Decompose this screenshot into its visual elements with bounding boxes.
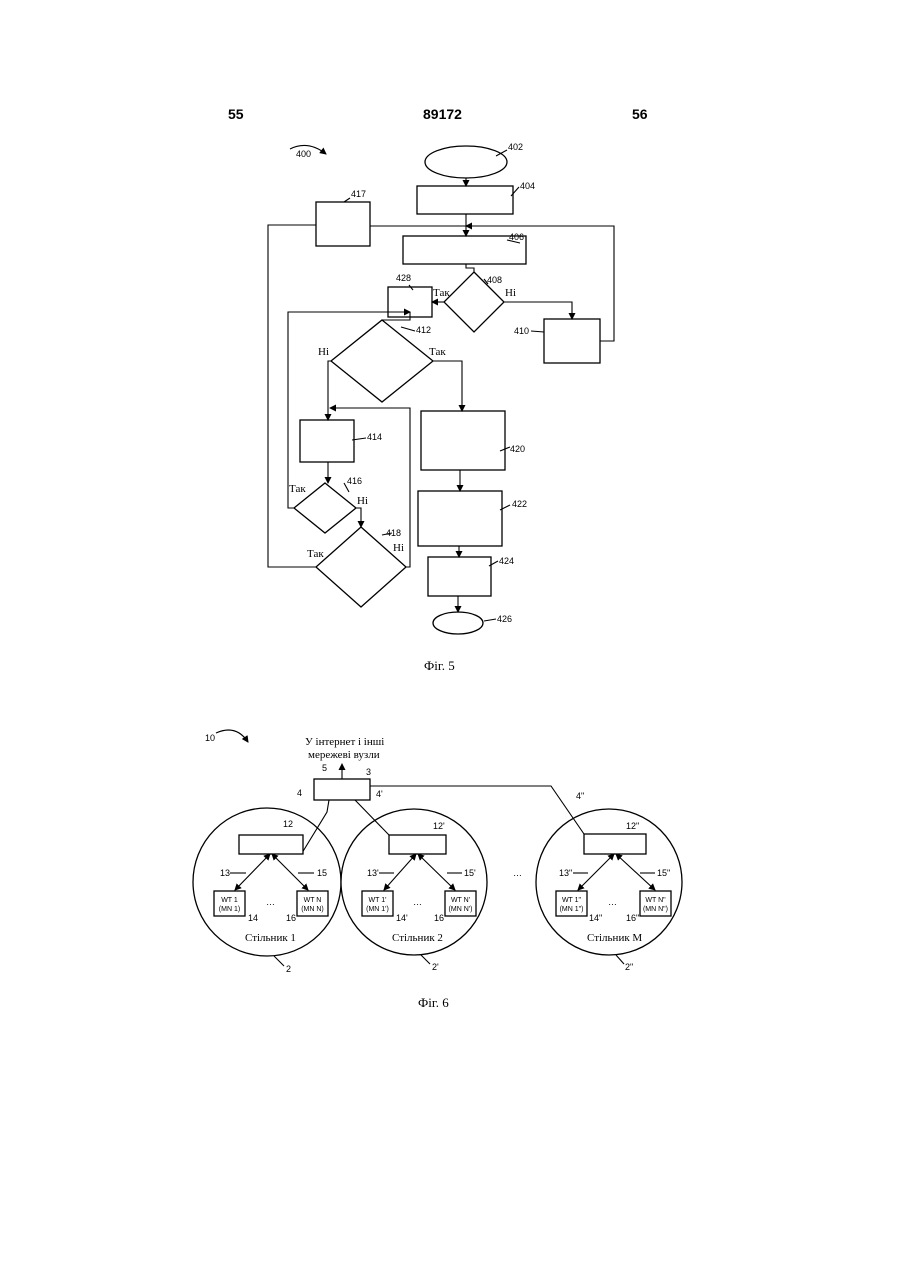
cell-1-name: Стільник 1 [245,932,296,944]
ref-404: 404 [520,181,535,191]
ref-4: 4 [297,788,302,798]
wt-cellm-b-line2: (MN N") [643,906,668,913]
ref-428: 428 [396,273,411,283]
ref-4pp: 4" [576,791,584,801]
ref-426: 426 [497,614,512,624]
ref-4p: 4' [376,789,383,799]
ref-15p: 15' [464,868,476,878]
wt-cellm-a-line1: WT 1" [562,897,582,904]
wt-cellm-a-line2: (MN 1") [560,906,584,913]
ref-417: 417 [351,189,366,199]
ref-412: 412 [416,325,431,335]
ref-13p: 13' [367,868,379,878]
figure-6-caption: Фіг. 6 [418,995,449,1010]
ref-424: 424 [499,556,514,566]
figure-5-flowchart: 400 402 404 406 408 417 428 410 412 414 … [268,142,614,673]
ref-12pp: 12" [626,821,639,831]
wt-cell1-b-line2: (MN N) [301,906,324,913]
box-414 [300,420,354,462]
label-yes-418: Так [307,548,324,560]
ref-410: 410 [514,326,529,336]
ref-408: 408 [487,275,502,285]
box-420 [421,411,505,470]
label-yes-412: Так [429,346,446,358]
wt-cell1-a-line2: (MN 1) [219,906,240,913]
label-no-408: Ні [505,287,516,299]
wt-cell2-a-line1: WT 1' [369,897,387,904]
box-422 [418,491,502,546]
cell-m-name: Стільник M [587,932,642,944]
ref-5: 5 [322,763,327,773]
decision-418 [316,527,406,607]
ref-16p: 16' [434,913,446,923]
page-number-left: 55 [228,106,244,122]
ref-14p: 14' [396,913,408,923]
figure-5-caption: Фіг. 5 [424,658,455,673]
ref-3: 3 [366,767,371,777]
ref-15: 15 [317,868,327,878]
ref-12p: 12' [433,821,445,831]
figure-6-network: 10 У інтернет і інші мережеві вузли 5 3 [193,730,682,1010]
label-yes-416: Так [289,483,306,495]
ref-16: 16 [286,913,296,923]
ref-13: 13 [220,868,230,878]
patent-number: 89172 [423,106,462,122]
ref-400: 400 [296,149,311,159]
box-410 [544,319,600,363]
ellipsis-between-cells: … [513,868,522,878]
ref-2p: 2' [432,962,439,972]
ellipsis-cell2: … [413,897,422,907]
wt-cell2-b-line1: WT N' [451,897,470,904]
cell-2-name: Стільник 2 [392,932,443,944]
ellipsis-cellm: … [608,897,617,907]
box-417 [316,202,370,246]
ref-402: 402 [508,142,523,152]
wt-cell1-a-line1: WT 1 [221,897,238,904]
ref-422: 422 [512,499,527,509]
box-404 [417,186,513,214]
ref-16pp: 16" [626,913,639,923]
wt-cell2-b-line2: (MN N') [449,906,473,913]
top-text-line1: У інтернет і інші [305,736,384,748]
start-oval-402 [425,146,507,178]
wt-cellm-b-line1: WT N" [645,897,666,904]
wt-cell2-a-line2: (MN 1') [366,906,389,913]
central-node-3 [314,779,370,800]
ref-406: 406 [509,232,524,242]
base-station-12p [389,835,446,854]
ref-12: 12 [283,819,293,829]
box-424 [428,557,491,596]
ref-13pp: 13" [559,868,572,878]
ellipsis-cell1: … [266,897,275,907]
top-text-line2: мережеві вузли [308,749,380,761]
wt-cell1-b-line1: WT N [304,897,322,904]
ref-2pp: 2" [625,962,633,972]
end-oval-426 [433,612,483,634]
label-no-418: Ні [393,542,404,554]
ref-14: 14 [248,913,258,923]
ref-420: 420 [510,444,525,454]
ref-2: 2 [286,964,291,974]
label-no-416: Ні [357,495,368,507]
base-station-12 [239,835,303,854]
page-number-right: 56 [632,106,648,122]
ref-418: 418 [386,528,401,538]
label-yes-408: Так [433,287,450,299]
base-station-12pp [584,834,646,854]
ref-14pp: 14" [589,913,602,923]
ref-15pp: 15" [657,868,670,878]
ref-10: 10 [205,733,215,743]
ref-416: 416 [347,476,362,486]
ref-414: 414 [367,432,382,442]
label-no-412: Ні [318,346,329,358]
